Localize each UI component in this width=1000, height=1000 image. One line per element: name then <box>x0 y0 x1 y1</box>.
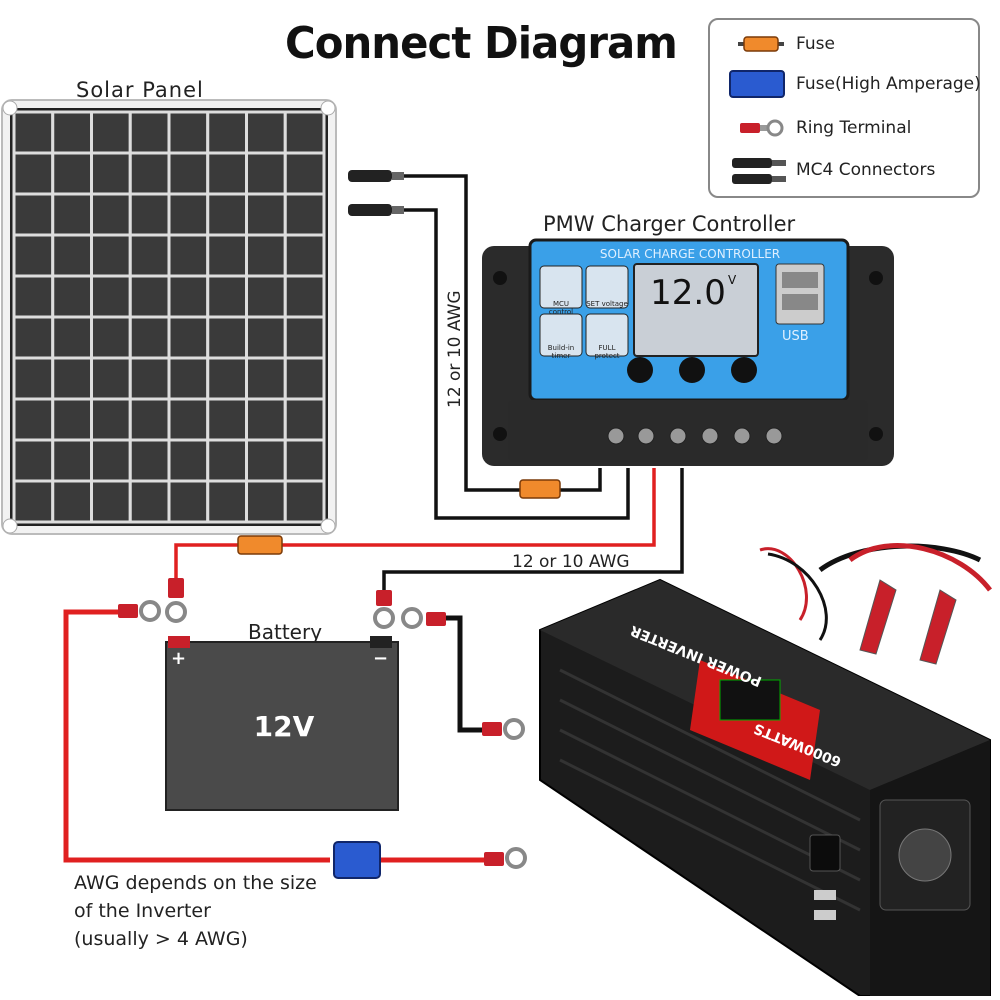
solar-cell <box>245 110 287 155</box>
controller-display-unit: V <box>728 273 737 287</box>
high-amperage-fuse-icon <box>729 70 785 98</box>
ring-terminal-icon <box>165 578 187 623</box>
ring-terminal-icon <box>484 847 527 869</box>
solar-cell <box>245 397 287 442</box>
solar-cell <box>167 315 210 360</box>
solar-cell <box>167 438 210 483</box>
solar-cell <box>90 110 132 155</box>
solar-cell <box>283 151 326 196</box>
awg-horizontal-label: 12 or 10 AWG <box>512 552 630 572</box>
controller-label: PMW Charger Controller <box>543 212 796 236</box>
legend-label: MC4 Connectors <box>796 160 936 180</box>
solar-cell <box>51 397 93 442</box>
solar-panel <box>1 99 337 535</box>
timer-button: Build-in timer <box>547 344 575 360</box>
set-voltage-button: SET voltage <box>586 300 628 308</box>
controller-display-value: 12.0 <box>650 273 726 313</box>
solar-cell <box>283 438 326 483</box>
ring-terminal-icon <box>482 718 525 740</box>
solar-cell <box>51 233 93 278</box>
solar-cell <box>167 397 210 442</box>
power-inverter: POWER INVERTER 6000WATTS <box>539 543 992 996</box>
legend-label: Ring Terminal <box>796 118 912 138</box>
solar-cell <box>167 233 210 278</box>
legend-item-mc4: MC4 Connectors <box>710 152 978 188</box>
battery-plus: + <box>171 648 186 669</box>
awg-note-line1: AWG depends on the size <box>74 872 317 894</box>
fuse-icon <box>519 479 561 499</box>
legend-item-ring-terminal: Ring Terminal <box>710 110 978 146</box>
legend-label: Fuse <box>796 34 835 54</box>
solar-panel-label: Solar Panel <box>76 78 204 102</box>
battery: 12V + − <box>165 636 399 811</box>
solar-cell <box>90 315 132 360</box>
solar-cell <box>283 356 326 401</box>
awg-note-line3: (usually > 4 AWG) <box>74 928 248 950</box>
legend-label: Fuse(High Amperage) <box>796 74 981 94</box>
full-protect-button: FULL protect <box>594 344 620 360</box>
solar-cell <box>128 233 171 278</box>
awg-vertical-label: 12 or 10 AWG <box>445 290 465 408</box>
ring-terminal-icon <box>373 590 395 629</box>
solar-cell <box>283 274 326 319</box>
battery-label: Battery <box>248 620 323 644</box>
mcu-control-button: MCU control <box>548 300 574 316</box>
fuse-icon <box>237 535 283 555</box>
solar-cell <box>206 233 248 278</box>
solar-cell <box>51 479 93 524</box>
charge-controller: SOLAR CHARGE CONTROLLER 12.0 V USB <box>482 238 894 466</box>
controller-header: SOLAR CHARGE CONTROLLER <box>600 247 780 261</box>
ring-terminal-icon <box>740 119 784 137</box>
awg-note-line2: of the Inverter <box>74 900 211 922</box>
solar-cell <box>128 315 171 360</box>
legend: Fuse Fuse(High Amperage) Ring Terminal M… <box>708 18 981 198</box>
fuse-icon <box>738 36 784 52</box>
ring-terminal-icon <box>401 607 446 629</box>
battery-minus: − <box>373 648 388 669</box>
legend-item-fuse: Fuse <box>710 26 978 62</box>
legend-item-high-fuse: Fuse(High Amperage) <box>710 66 981 102</box>
solar-cell <box>206 110 248 155</box>
ring-terminal-icon <box>118 600 161 622</box>
diagram-title: Connect Diagram <box>285 18 678 69</box>
usb-label: USB <box>782 329 809 344</box>
mc4-connector-icon <box>348 170 404 216</box>
solar-cell <box>283 192 326 237</box>
battery-voltage: 12V <box>254 710 315 743</box>
solar-cell <box>283 479 326 524</box>
solar-cell <box>206 192 248 237</box>
high-amperage-fuse-icon <box>333 841 381 879</box>
solar-cell <box>206 479 248 524</box>
mc4-connector-icon <box>732 158 786 184</box>
